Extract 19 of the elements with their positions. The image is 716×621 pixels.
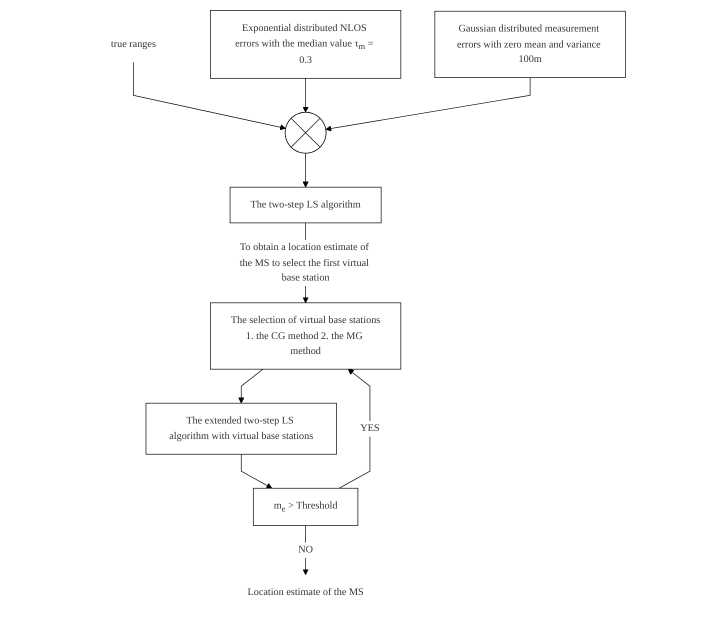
- arrow: [241, 454, 272, 489]
- node-box: Gaussian distributed measurement errors with zero mean and variance 100m: [434, 10, 626, 78]
- edge-label: To obtain a location estimate of the MS to select the first virtual base station: [240, 242, 370, 284]
- arrow: [326, 77, 531, 132]
- node-box: m$_{e}$ > Threshold: [253, 488, 358, 526]
- node-text: true ranges: [110, 38, 156, 50]
- arrow: [133, 62, 286, 130]
- arrow: [302, 525, 309, 576]
- edge-label: NO: [298, 544, 314, 556]
- arrow: [302, 78, 309, 113]
- edge-label: YES: [360, 423, 380, 434]
- node-box: The extended two-step LS algorithm with virtual base stations: [146, 402, 337, 455]
- arrow: [238, 368, 264, 404]
- node-box: The selection of virtual base stations 1. the CG method 2. the MG method: [210, 302, 402, 370]
- node-box: Exponential distributed NLOS errors with the median value τ$_{m}$ = 0.3: [210, 10, 402, 79]
- arrow: [302, 152, 309, 188]
- node-box: The two-step LS algorithm: [230, 186, 382, 224]
- node-text: Location estimate of the MS: [248, 587, 364, 598]
- arrow: [338, 368, 370, 489]
